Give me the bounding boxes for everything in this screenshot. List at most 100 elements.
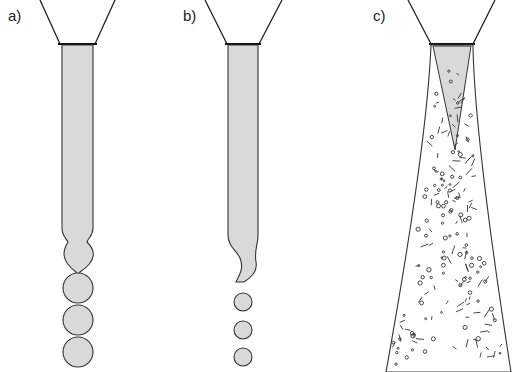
droplet	[411, 349, 413, 351]
droplet	[464, 188, 466, 192]
jet-a	[62, 45, 93, 276]
droplet	[459, 281, 465, 287]
droplet	[455, 280, 458, 282]
droplet	[450, 209, 453, 212]
droplet	[443, 236, 447, 240]
droplet	[449, 184, 451, 186]
droplet	[466, 137, 469, 143]
droplet	[445, 201, 448, 204]
droplet	[437, 189, 440, 192]
droplet	[471, 257, 474, 260]
droplet	[441, 312, 443, 314]
droplet	[427, 141, 433, 146]
droplet	[453, 182, 460, 188]
droplet	[425, 219, 428, 222]
droplet	[494, 351, 496, 358]
droplet	[441, 131, 447, 134]
droplet	[451, 175, 454, 178]
droplet	[466, 317, 470, 318]
droplet	[459, 157, 465, 159]
droplet	[405, 329, 410, 330]
droplet	[442, 272, 444, 274]
drop	[234, 293, 252, 311]
droplet	[421, 244, 429, 247]
droplet	[423, 350, 427, 354]
panel-label: b)	[183, 8, 196, 23]
droplet	[437, 153, 439, 158]
droplet	[446, 301, 448, 304]
droplet	[469, 200, 473, 202]
droplet	[459, 284, 462, 287]
droplet	[425, 292, 429, 295]
liquid-core	[433, 46, 471, 150]
droplet	[436, 102, 439, 103]
droplet	[420, 301, 424, 305]
jets	[62, 45, 258, 367]
droplet	[463, 247, 467, 248]
droplet	[477, 256, 481, 260]
droplet	[458, 93, 462, 98]
drop	[234, 321, 252, 339]
droplet	[493, 319, 496, 322]
droplet	[456, 309, 463, 312]
droplet	[480, 331, 488, 332]
droplet	[392, 342, 395, 348]
droplet	[425, 188, 428, 191]
droplet	[472, 155, 474, 157]
droplet	[492, 313, 494, 319]
droplet	[427, 268, 431, 272]
droplet	[416, 265, 419, 267]
droplet	[412, 341, 417, 344]
droplet	[430, 276, 432, 278]
droplet	[458, 151, 460, 153]
droplet	[484, 310, 489, 317]
droplet	[473, 312, 480, 314]
droplet	[465, 244, 468, 247]
nozzles	[40, 0, 495, 44]
droplet	[458, 153, 462, 157]
droplet	[450, 189, 455, 191]
droplet	[405, 356, 408, 359]
droplet	[467, 205, 468, 212]
droplet	[423, 195, 427, 199]
droplet	[457, 114, 459, 122]
droplet	[464, 124, 469, 127]
droplet	[456, 221, 458, 224]
droplet	[472, 175, 476, 177]
droplet	[437, 204, 441, 208]
droplet	[449, 80, 452, 83]
droplet	[458, 98, 465, 103]
droplet	[466, 303, 470, 305]
droplet	[441, 184, 443, 186]
droplet	[453, 160, 461, 161]
drop	[63, 337, 93, 367]
droplet	[438, 126, 440, 133]
droplet	[478, 280, 482, 287]
nozzle-c	[408, 0, 495, 44]
droplet	[469, 277, 471, 279]
droplet	[456, 73, 459, 75]
droplet	[489, 307, 493, 311]
droplet	[442, 251, 444, 253]
droplet	[470, 263, 474, 267]
droplet	[434, 286, 435, 290]
droplet	[453, 99, 456, 101]
nozzle-b	[205, 0, 282, 44]
droplet	[434, 184, 436, 186]
droplet	[443, 180, 445, 182]
droplet	[485, 324, 492, 325]
droplet	[472, 159, 475, 167]
droplet	[431, 337, 435, 341]
droplet	[480, 352, 481, 357]
droplet	[400, 325, 403, 330]
droplet	[434, 193, 439, 195]
droplet	[453, 246, 455, 250]
droplet	[477, 300, 479, 302]
droplet	[435, 92, 438, 95]
droplet	[457, 302, 464, 307]
droplet	[455, 107, 462, 108]
droplet	[452, 124, 455, 127]
droplet	[467, 216, 471, 220]
jet-b	[228, 45, 258, 282]
droplet	[459, 213, 463, 217]
